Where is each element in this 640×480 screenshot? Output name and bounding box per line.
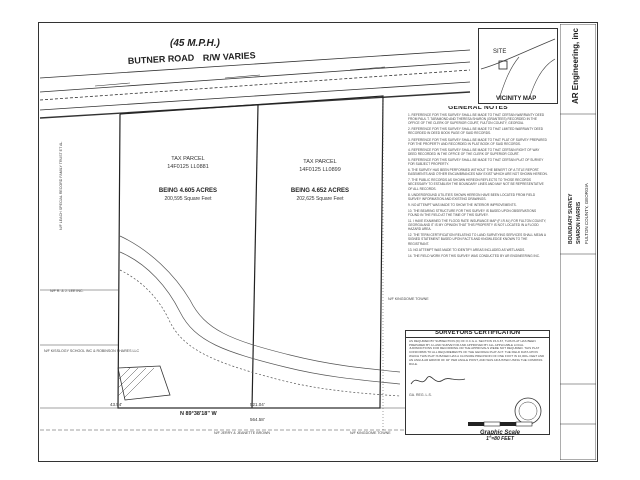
note-item: 7. THE PUBLIC RECORDS AS SHOWN HEREON RE… <box>408 178 544 191</box>
road-arrows <box>94 66 386 87</box>
adjoiner-west-bottom: N/F KISSLOGY SCHOOL INC & ROBINSON SHARE… <box>44 349 139 353</box>
graphic-scale-bar <box>468 421 533 427</box>
adjoiner-south-mid: N/F JERRY & JEANETTE BROWN <box>214 431 270 435</box>
surveyors-certification: SURVEYORS CERTIFICATION AS REQUIRED BY S… <box>405 330 550 435</box>
note-item: 5. REFERENCE FOR THIS SURVEY SHALL BE MA… <box>408 157 544 167</box>
scale-label: Graphic Scale <box>479 430 521 436</box>
survey-client: SHARON HARRIS <box>576 201 582 244</box>
road-row: R/W VARIES <box>203 50 256 63</box>
parcel-2-id: 14F0125 LL0899 <box>299 167 341 173</box>
graphic-scale: Graphic Scale 1"=80 FEET <box>470 430 530 442</box>
parcel-1-label: TAX PARCEL <box>171 156 204 162</box>
vicinity-site-label: SITE <box>493 49 506 55</box>
road-speed: (45 M.P.H.) <box>170 38 220 49</box>
parcel-1-area: BEING 4.605 ACRES <box>159 188 217 194</box>
certification-body: AS REQUIRED BY SUBSECTION (D) OF O.C.G.A… <box>409 338 545 366</box>
note-item: 8. UNDERGROUND UTILITIES SHOWN HEREON HA… <box>408 192 536 201</box>
adjoiner-east: N/F KINGDOME TOWNE <box>388 297 429 301</box>
signature-seal <box>410 376 466 385</box>
survey-sheet <box>38 22 598 462</box>
title-block-drawing: AR Engineering, inc BOUNDARY SURVEY SHAR… <box>559 23 597 461</box>
adjoiner-south-east: N/F KINGDOME TOWNE <box>350 431 391 435</box>
note-item: 13. NO ATTEMPT WAS MADE TO IDENTIFY AREA… <box>408 247 526 252</box>
vicinity-map: SITE <box>478 28 558 104</box>
note-item: 9. NO ATTEMPT WAS MADE TO SHOW THE INTER… <box>408 202 517 207</box>
south-line-dist-a: 521.04' <box>250 402 265 407</box>
parcel-2-sqft: 202,625 Square Feet <box>297 196 345 202</box>
parcel-2-area: BEING 4.652 ACRES <box>291 188 349 194</box>
adjoiner-west-top: N/F LEACH SPECIAL RECORD FAMILY TRUST ET… <box>59 142 63 230</box>
survey-location: FULTON COUNTY, GEORGIA <box>584 183 589 244</box>
general-notes-title: GENERAL NOTES <box>448 106 508 111</box>
survey-title: BOUNDARY SURVEY <box>568 193 574 244</box>
note-item: 1. REFERENCE FOR THIS SURVEY SHALL BE MA… <box>408 113 545 126</box>
west-line-dist: 43.54' <box>110 402 122 407</box>
note-item: 3. REFERENCE FOR THIS SURVEY SHALL BE MA… <box>408 137 547 146</box>
parcel-1-sqft: 200,595 Square Feet <box>165 196 213 202</box>
note-item: 12. THE TERM CERTIFICATION RELATING TO L… <box>408 233 546 246</box>
adjoining-lines <box>40 96 405 431</box>
firm-name: AR Engineering, inc <box>571 27 580 104</box>
corner-hatch <box>117 365 171 401</box>
south-line-dist-b: 564.58' <box>250 417 265 422</box>
vicinity-map-drawing: SITE <box>480 38 556 100</box>
parcel-boundaries <box>117 95 384 409</box>
note-item: 11. I HAVE EXAMINED THE FLOOD RATE INSUR… <box>408 219 547 232</box>
note-item: 2. REFERENCE FOR THIS SURVEY SHALL BE MA… <box>408 127 544 136</box>
parcel-2-label: TAX PARCEL <box>303 159 336 165</box>
vicinity-map-title: VICINITY MAP <box>496 96 537 102</box>
general-notes: GENERAL NOTES 1. REFERENCE FOR THIS SURV… <box>408 106 548 320</box>
note-item: 10. THE BEARING STRUCTURE FOR THIS SURVE… <box>408 208 537 217</box>
certification-signer: GA. REG. L.S. <box>409 393 432 398</box>
scale-ratio: 1"=80 FEET <box>486 436 514 442</box>
note-item: 6. THE SURVEY HAS BEEN PERFORMED WITHOUT… <box>408 168 548 177</box>
note-item: 14. THE FIELD WORK FOR THIS SURVEY WAS C… <box>408 253 540 258</box>
south-line-bearing: N 89°38'18" W <box>180 411 217 417</box>
note-item: 4. REFERENCE FOR THIS SURVEY SHALL BE MA… <box>408 147 540 156</box>
road-name: BUTNER ROAD <box>128 53 195 66</box>
adjoiner-west-mid: N/F R. & J. LEE INC. <box>50 289 84 293</box>
certification-title: SURVEYORS CERTIFICATION <box>406 331 549 338</box>
creek <box>119 235 401 397</box>
parcel-1-id: 14F0125 LL0881 <box>167 164 209 170</box>
title-block: AR Engineering, inc BOUNDARY SURVEY SHAR… <box>559 23 597 461</box>
